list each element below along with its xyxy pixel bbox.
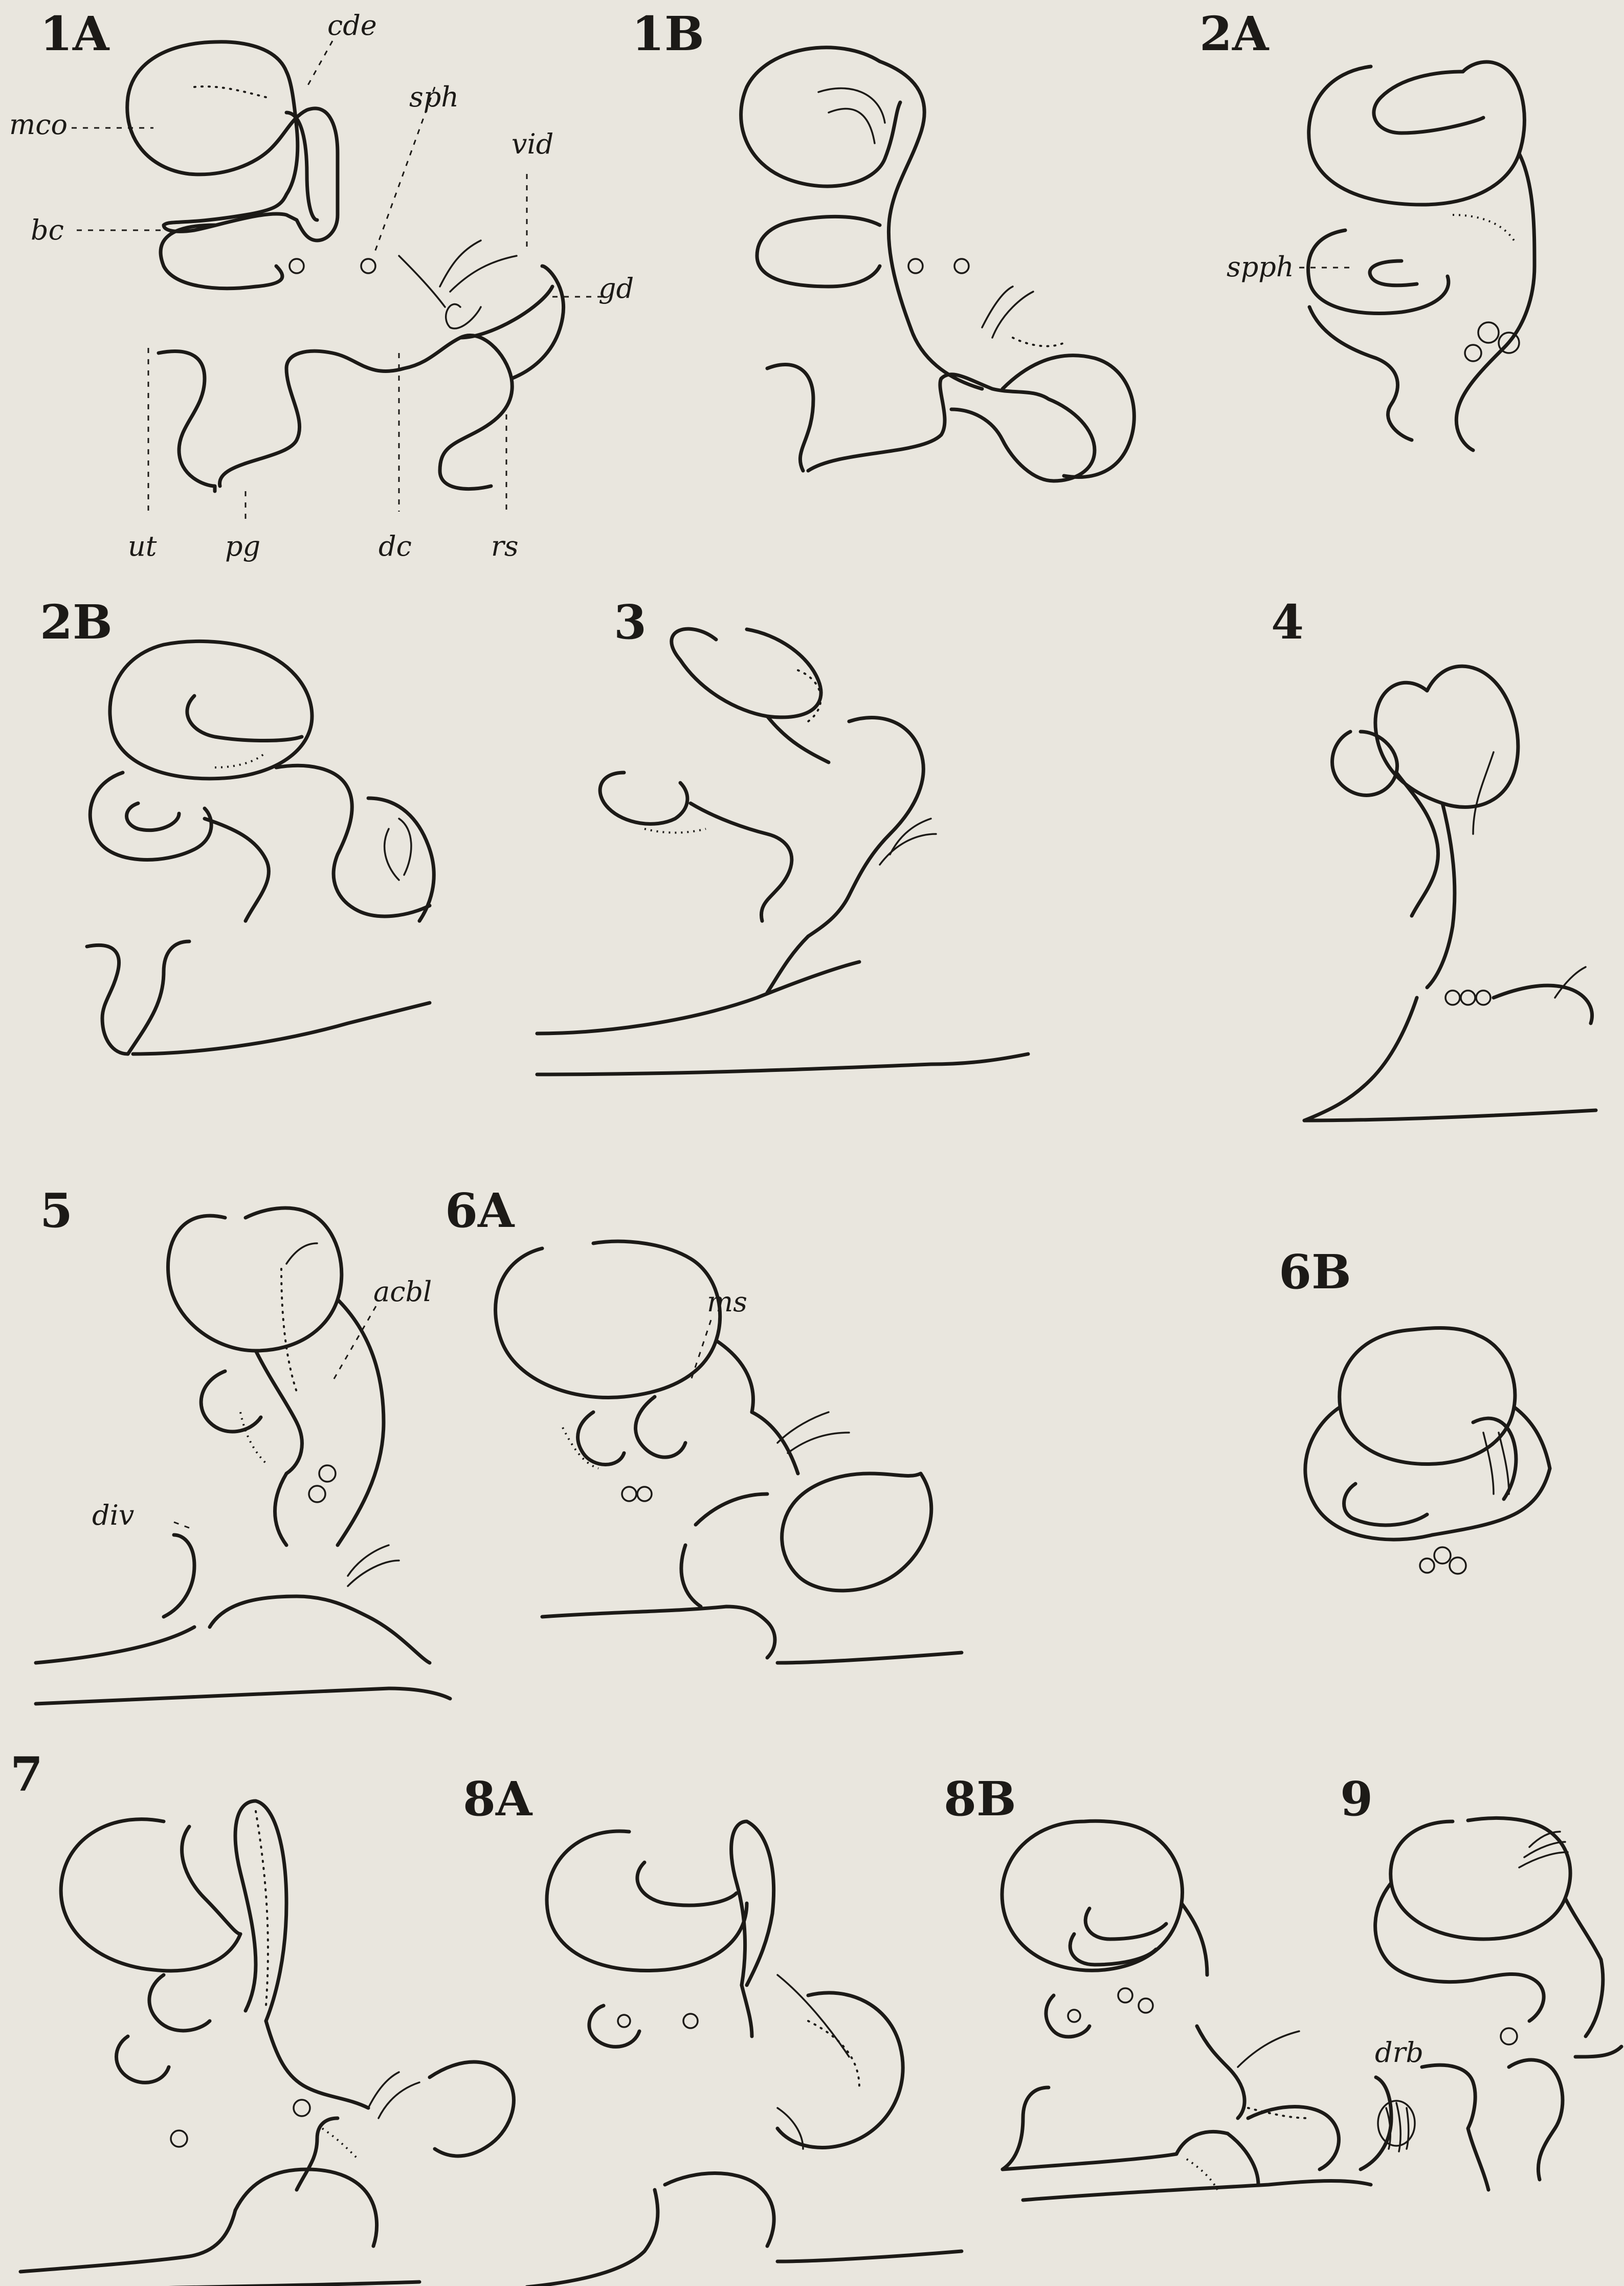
figure-8a: 8A [463,1771,962,2286]
figure-6b: 6B [1279,1244,1550,1574]
label-vid: vid [511,128,553,160]
label-acbl: acbl [373,1276,432,1308]
figure-2b: 2B [40,595,434,1054]
figure-1a-outline [127,42,564,491]
figure-number: 8A [463,1771,533,1827]
figure-5: 5 acbl div [36,1183,450,1704]
label-bc: bc [31,214,64,246]
figure-7: 7 [10,1747,514,2286]
label-drb: drb [1375,2036,1423,2069]
figure-number: 6B [1279,1244,1351,1300]
figure-8b-outline [1002,1821,1371,2200]
figure-1b-outline [741,48,1134,481]
figure-3-outline [537,629,1028,1074]
label-sph: sph [409,81,459,113]
label-ms: ms [707,1286,747,1318]
label-div: div [92,1499,134,1531]
figure-2a-outline [1308,62,1534,450]
figure-6b-outline [1305,1328,1550,1574]
figure-2b-outline [87,641,434,1054]
figure-number: 7 [10,1747,43,1802]
figure-4: 4 [1271,595,1596,1120]
figure-3: 3 [537,595,1028,1074]
figure-8b: 8B [944,1771,1371,2200]
label-cde: cde [327,9,377,41]
figure-number: 1A [40,6,110,61]
label-spph: spph [1227,251,1294,283]
figure-number: 6A [445,1183,515,1238]
figure-9-outline [1361,1818,1621,2190]
label-rs: rs [491,530,519,562]
figure-number: 1B [632,6,704,61]
figure-number: 2A [1199,6,1270,61]
figure-1b: 1B [632,6,1134,481]
figure-number: 3 [614,595,647,650]
label-gd: gd [598,272,634,304]
figure-number: 4 [1271,595,1304,650]
figure-1a: 1A [9,6,634,562]
figure-1a-leaders [72,41,604,522]
figure-number: 5 [40,1183,73,1238]
figure-6a: 6A ms [445,1183,962,1663]
figure-4-outline [1304,666,1596,1120]
label-mco: mco [9,108,68,141]
label-ut: ut [128,530,157,562]
figure-number: 2B [40,595,113,650]
figure-8a-outline [527,1821,962,2286]
figure-9: 9 drb [1340,1771,1621,2190]
figure-7-outline [20,1801,514,2286]
label-dc: dc [379,530,412,562]
figure-number: 8B [944,1771,1016,1827]
figure-2a: 2A spph [1199,6,1534,450]
label-pg: pg [225,530,260,562]
figure-number: 9 [1340,1771,1373,1827]
